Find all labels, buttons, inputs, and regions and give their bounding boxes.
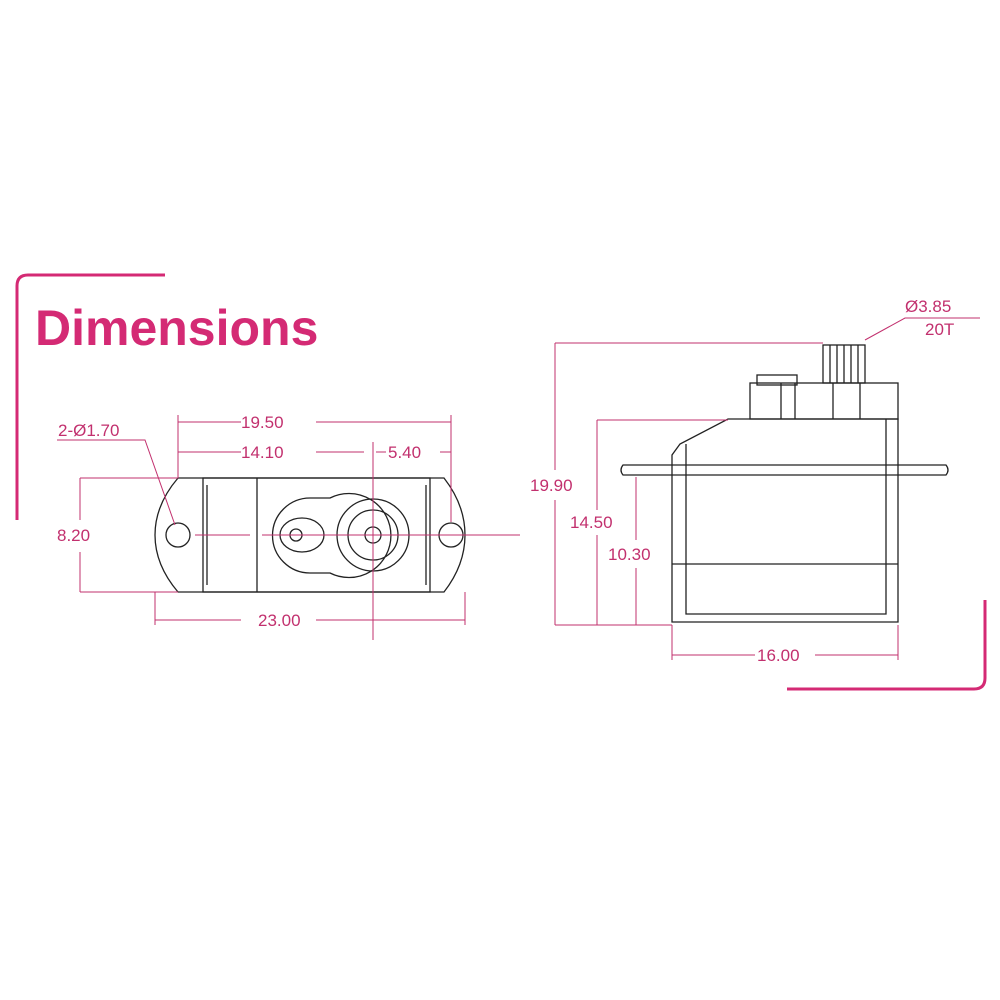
dim-overall-length: 23.00: [258, 611, 301, 630]
dim-body-height: 14.50: [570, 513, 613, 532]
dim-tab-height: 10.30: [608, 545, 651, 564]
frame-corner-bottom-right: [787, 600, 987, 691]
dim-spline: Ø3.85: [905, 297, 951, 316]
dim-width: 8.20: [57, 526, 90, 545]
dim-mount-holes: 2-Ø1.70: [58, 421, 119, 440]
dim-hole-spacing: 19.50: [241, 413, 284, 432]
dim-total-height: 19.90: [530, 476, 573, 495]
side-view: Ø3.85 20T 19.90 14.50 10.30 16.00: [530, 297, 980, 665]
dim-shaft-offset: 14.10: [241, 443, 284, 462]
top-view: 19.50 14.10 5.40 2-Ø1.70 8.20 23.00: [57, 413, 520, 640]
dim-teeth: 20T: [925, 320, 954, 339]
page-title: Dimensions: [35, 300, 318, 356]
dim-shaft-to-hole: 5.40: [388, 443, 421, 462]
dim-body-length: 16.00: [757, 646, 800, 665]
frame-corner-top-left: [15, 273, 165, 520]
